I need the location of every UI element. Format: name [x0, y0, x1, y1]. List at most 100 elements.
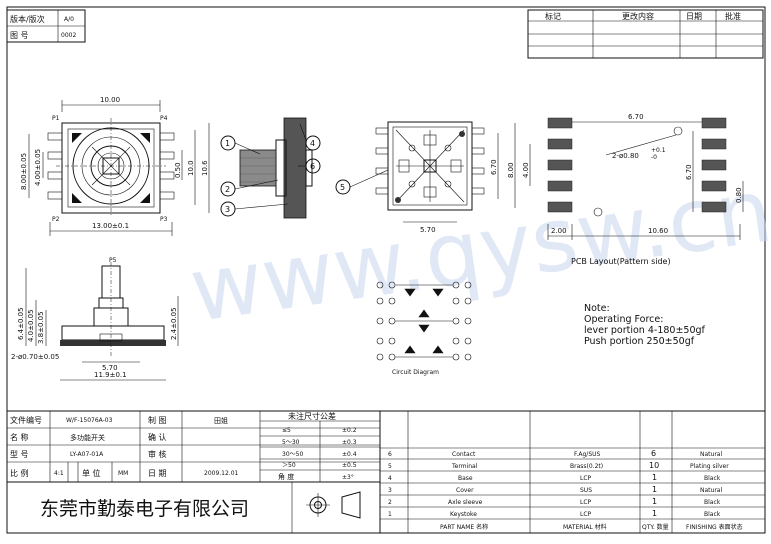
- file-no-label: 文件编号: [10, 415, 42, 425]
- note-line-2: lever portion 4-180±50gf: [584, 325, 706, 336]
- callout-2: 2: [225, 185, 230, 194]
- version-label: 版本/版次: [10, 14, 45, 24]
- dim-front-right-a: 0.50: [174, 162, 182, 178]
- dim-bottom-height: 6.70: [490, 159, 498, 175]
- parts-footer-name: PART NAME 名称: [440, 523, 488, 531]
- part-finish-4: Black: [704, 475, 721, 482]
- tolerance-value-2: ±0.3: [342, 439, 357, 446]
- version-value: A/0: [64, 16, 74, 23]
- part-qty-4: 1: [652, 473, 657, 482]
- parts-footer-finish: FINISHING 表面状态: [686, 523, 743, 531]
- side-dim-width-b: 11.9±0.1: [94, 371, 127, 379]
- drawing-no-value: 0002: [61, 32, 76, 39]
- projection-symbol: [306, 491, 361, 519]
- pcb-dim-bottom-a: 2.00: [551, 227, 567, 235]
- front-view: 10.00 P1 P4 P2 P3 8.00±0.05 4.00±0.05: [20, 96, 210, 236]
- part-no-6: 6: [388, 451, 392, 458]
- unit-value: MM: [118, 470, 128, 477]
- file-no-value: W/F-15076A-03: [66, 417, 113, 424]
- callout-4: 4: [310, 139, 315, 148]
- dim-front-left-outer: 8.00±0.05: [20, 153, 28, 190]
- callout-6: 6: [310, 162, 315, 171]
- tolerance-value-4: ±0.5: [342, 462, 357, 469]
- scale-label: 比 例: [10, 468, 29, 478]
- pcb-dim-left-a: 4.00: [522, 162, 530, 178]
- part-no-2: 2: [388, 499, 392, 506]
- part-material-1: LCP: [580, 511, 592, 518]
- dim-front-right-b: 10.0: [187, 160, 195, 176]
- tolerance-range-4: ＞50: [282, 462, 296, 469]
- part-finish-5: Plating silver: [690, 463, 729, 470]
- part-qty-2: 1: [652, 497, 657, 506]
- tolerance-range-1: ≤5: [282, 427, 291, 434]
- circuit-caption: Circuit Diagram: [392, 369, 439, 376]
- tolerance-value-3: ±0.4: [342, 451, 357, 458]
- pcb-dim-bottom-b: 10.60: [648, 227, 668, 235]
- part-qty-3: 1: [652, 485, 657, 494]
- pin-label-p4: P4: [160, 115, 168, 122]
- pcb-dim-pitch: 0.80: [735, 187, 743, 203]
- part-name-5: Terminal: [451, 463, 478, 470]
- note-line-1: Operating Force:: [584, 314, 663, 325]
- revision-header-mark: 标记: [545, 11, 561, 21]
- part-qty-1: 1: [652, 509, 657, 518]
- part-material-5: Brass(0.2t): [570, 463, 603, 470]
- callout-1: 1: [225, 139, 230, 148]
- section-view: 1 2 3 4 6 5: [220, 117, 389, 219]
- date-value: 2009.12.01: [204, 470, 239, 477]
- draw-value: 田姐: [214, 416, 228, 425]
- name-value: 多功能开关: [70, 433, 105, 442]
- company-name: 东莞市勤泰电子有限公司: [40, 498, 249, 520]
- bottom-view: 6.70 5.70: [375, 121, 499, 234]
- circuit-diagram: [376, 281, 472, 361]
- pcb-caption: PCB Layout(Pattern side): [571, 257, 671, 266]
- notes: Note: Operating Force: lever portion 4-1…: [584, 303, 706, 347]
- tolerance-value-1: ±0.2: [342, 427, 357, 434]
- side-dim-total: 6.4±0.05: [17, 307, 25, 340]
- part-no-3: 3: [388, 487, 392, 494]
- draw-label: 制 图: [148, 415, 167, 425]
- model-value: LY-A07-01A: [70, 451, 104, 458]
- tolerance-range-3: 30～50: [282, 451, 303, 458]
- tolerance-value-5: ±3°: [342, 474, 354, 481]
- tolerance-range-5: 角 度: [278, 472, 294, 481]
- revision-header-content: 更改内容: [622, 11, 654, 21]
- pcb-dim-holes: 2-ø0.80: [612, 152, 639, 160]
- part-no-5: 5: [388, 463, 392, 470]
- side-dim-right: 2.4±0.05: [170, 307, 178, 340]
- drawing-no-label: 图 号: [10, 31, 29, 40]
- part-material-4: LCP: [580, 475, 592, 482]
- pcb-layout: 6.70 2-ø0.80 +0.1 -0 8.00 4.00 6.70 0.80…: [507, 113, 744, 266]
- revision-header-approve: 批准: [725, 11, 741, 21]
- part-finish-2: Black: [704, 499, 721, 506]
- dim-front-right-c: 10.6: [201, 160, 209, 176]
- side-view: P5 6.4±0.05 4.0±0.05 3.8±0.05 2.4±0.05 2…: [11, 257, 179, 381]
- title-block: 文件编号 W/F-15076A-03 名 称 多功能开关 型 号 LY-A07-…: [6, 410, 766, 534]
- part-qty-5: 10: [649, 461, 659, 470]
- part-name-2: Axle sleeve: [448, 499, 483, 506]
- part-no-4: 4: [388, 475, 392, 482]
- side-dim-a: 4.0±0.05: [27, 309, 35, 342]
- tolerance-range-2: 5～30: [282, 439, 300, 446]
- callout-5: 5: [340, 183, 345, 192]
- part-no-1: 1: [388, 511, 392, 518]
- part-finish-3: Natural: [700, 487, 722, 494]
- tolerance-title: 未注尺寸公差: [288, 411, 336, 421]
- date-label: 日 期: [148, 469, 167, 478]
- part-qty-6: 6: [651, 449, 656, 458]
- header-version-block: 版本/版次 A/0 图 号 0002: [6, 9, 86, 43]
- dim-bottom-width: 5.70: [420, 226, 436, 234]
- note-line-3: Push portion 250±50gf: [584, 336, 695, 347]
- name-label: 名 称: [10, 432, 29, 442]
- unit-label: 单 位: [82, 468, 101, 478]
- dim-front-width-bottom: 13.00±0.1: [92, 222, 129, 230]
- part-name-6: Contact: [452, 451, 476, 458]
- dim-front-left-inner: 4.00±0.05: [34, 149, 42, 186]
- part-material-3: SUS: [580, 487, 592, 494]
- part-name-4: Base: [458, 475, 473, 482]
- dim-front-width-top: 10.00: [100, 96, 120, 104]
- side-dim-width-a: 5.70: [102, 364, 118, 372]
- side-top-label: P5: [109, 257, 117, 264]
